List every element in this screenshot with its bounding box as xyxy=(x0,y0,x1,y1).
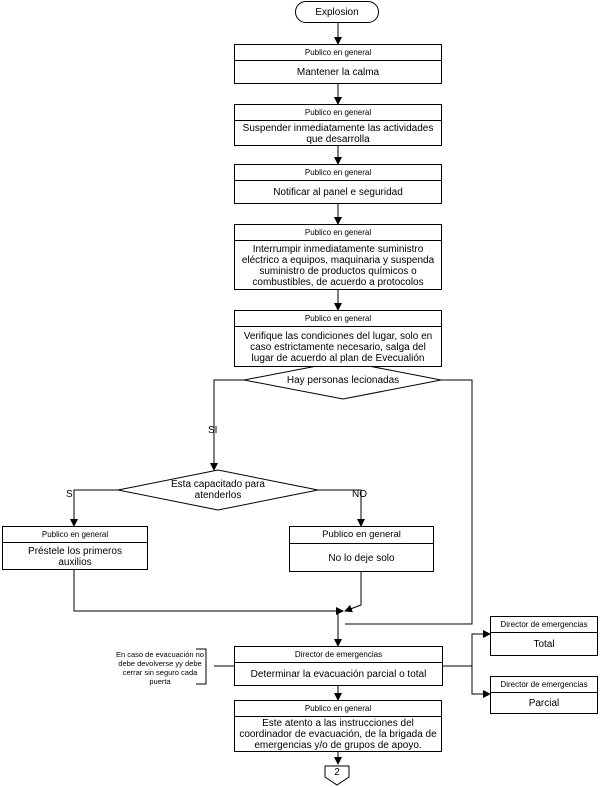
evacuation-text: Determinar la evacuación parcial o total xyxy=(250,669,427,680)
decision-2-no-label: NO xyxy=(352,489,367,500)
step-text: Mantener la calma xyxy=(296,67,380,78)
stay-role: Publico en general xyxy=(290,527,433,544)
total-box: Director de emergencias Total xyxy=(490,616,598,656)
final-box: Publico en general Este atento a las ins… xyxy=(234,700,442,752)
decision-diamond-1 xyxy=(243,360,442,400)
step-text: Suspender inmediatamente las actividades… xyxy=(242,122,434,145)
stay-box: Publico en general No lo deje solo xyxy=(289,526,434,572)
off-page-connector xyxy=(324,765,350,786)
evacuation-note: En caso de evacuación no debe devolverse… xyxy=(116,650,204,686)
step-role: Publico en general xyxy=(235,45,441,61)
total-role: Director de emergencias xyxy=(491,617,597,633)
connector-label: 2 xyxy=(334,767,340,778)
step-role: Publico en general xyxy=(235,225,441,241)
step-text: Interrumpir inmediatamente suministro el… xyxy=(241,243,435,288)
decision-1-yes-label: SI xyxy=(208,425,218,436)
step-role: Publico en general xyxy=(235,311,441,327)
total-text: Total xyxy=(533,639,555,650)
step-text: Verifique las condiciones del lugar, sol… xyxy=(243,330,433,364)
partial-text: Parcial xyxy=(528,698,560,709)
decision-2-yes-label: SI xyxy=(66,489,76,500)
first-aid-box: Publico en general Préstele los primeros… xyxy=(2,526,148,570)
decision-diamond-2 xyxy=(117,469,319,511)
final-role: Publico en general xyxy=(235,701,441,717)
first-aid-text: Préstele los primeros auxilios xyxy=(28,545,122,568)
step-box-5: Publico en general Verifique las condici… xyxy=(234,310,442,367)
decision-1-text: Hay personas lecionadas xyxy=(286,374,400,386)
step-text: Notificar al panel e seguridad xyxy=(273,187,403,198)
step-role: Publico en general xyxy=(235,105,441,121)
partial-box: Director de emergencias Parcial xyxy=(490,676,598,714)
stay-text: No lo deje solo xyxy=(328,552,395,564)
final-text: Este atento a las instrucciones del coor… xyxy=(239,718,437,751)
start-terminal: Explosion xyxy=(295,1,379,23)
evacuation-role: Director de emergencias xyxy=(235,647,442,663)
partial-role: Director de emergencias xyxy=(491,677,597,693)
decision-2-text: Esta capacitado para atenderlos xyxy=(171,479,265,501)
first-aid-role: Publico en general xyxy=(3,527,147,543)
step-box-1: Publico en general Mantener la calma xyxy=(234,44,442,84)
step-box-2: Publico en general Suspender inmediatame… xyxy=(234,104,442,146)
step-box-3: Publico en general Notificar al panel e … xyxy=(234,164,442,204)
step-box-4: Publico en general Interrumpir inmediata… xyxy=(234,224,442,290)
step-role: Publico en general xyxy=(235,165,441,181)
evacuation-box: Director de emergencias Determinar la ev… xyxy=(234,646,443,686)
start-label: Explosion xyxy=(315,6,359,18)
